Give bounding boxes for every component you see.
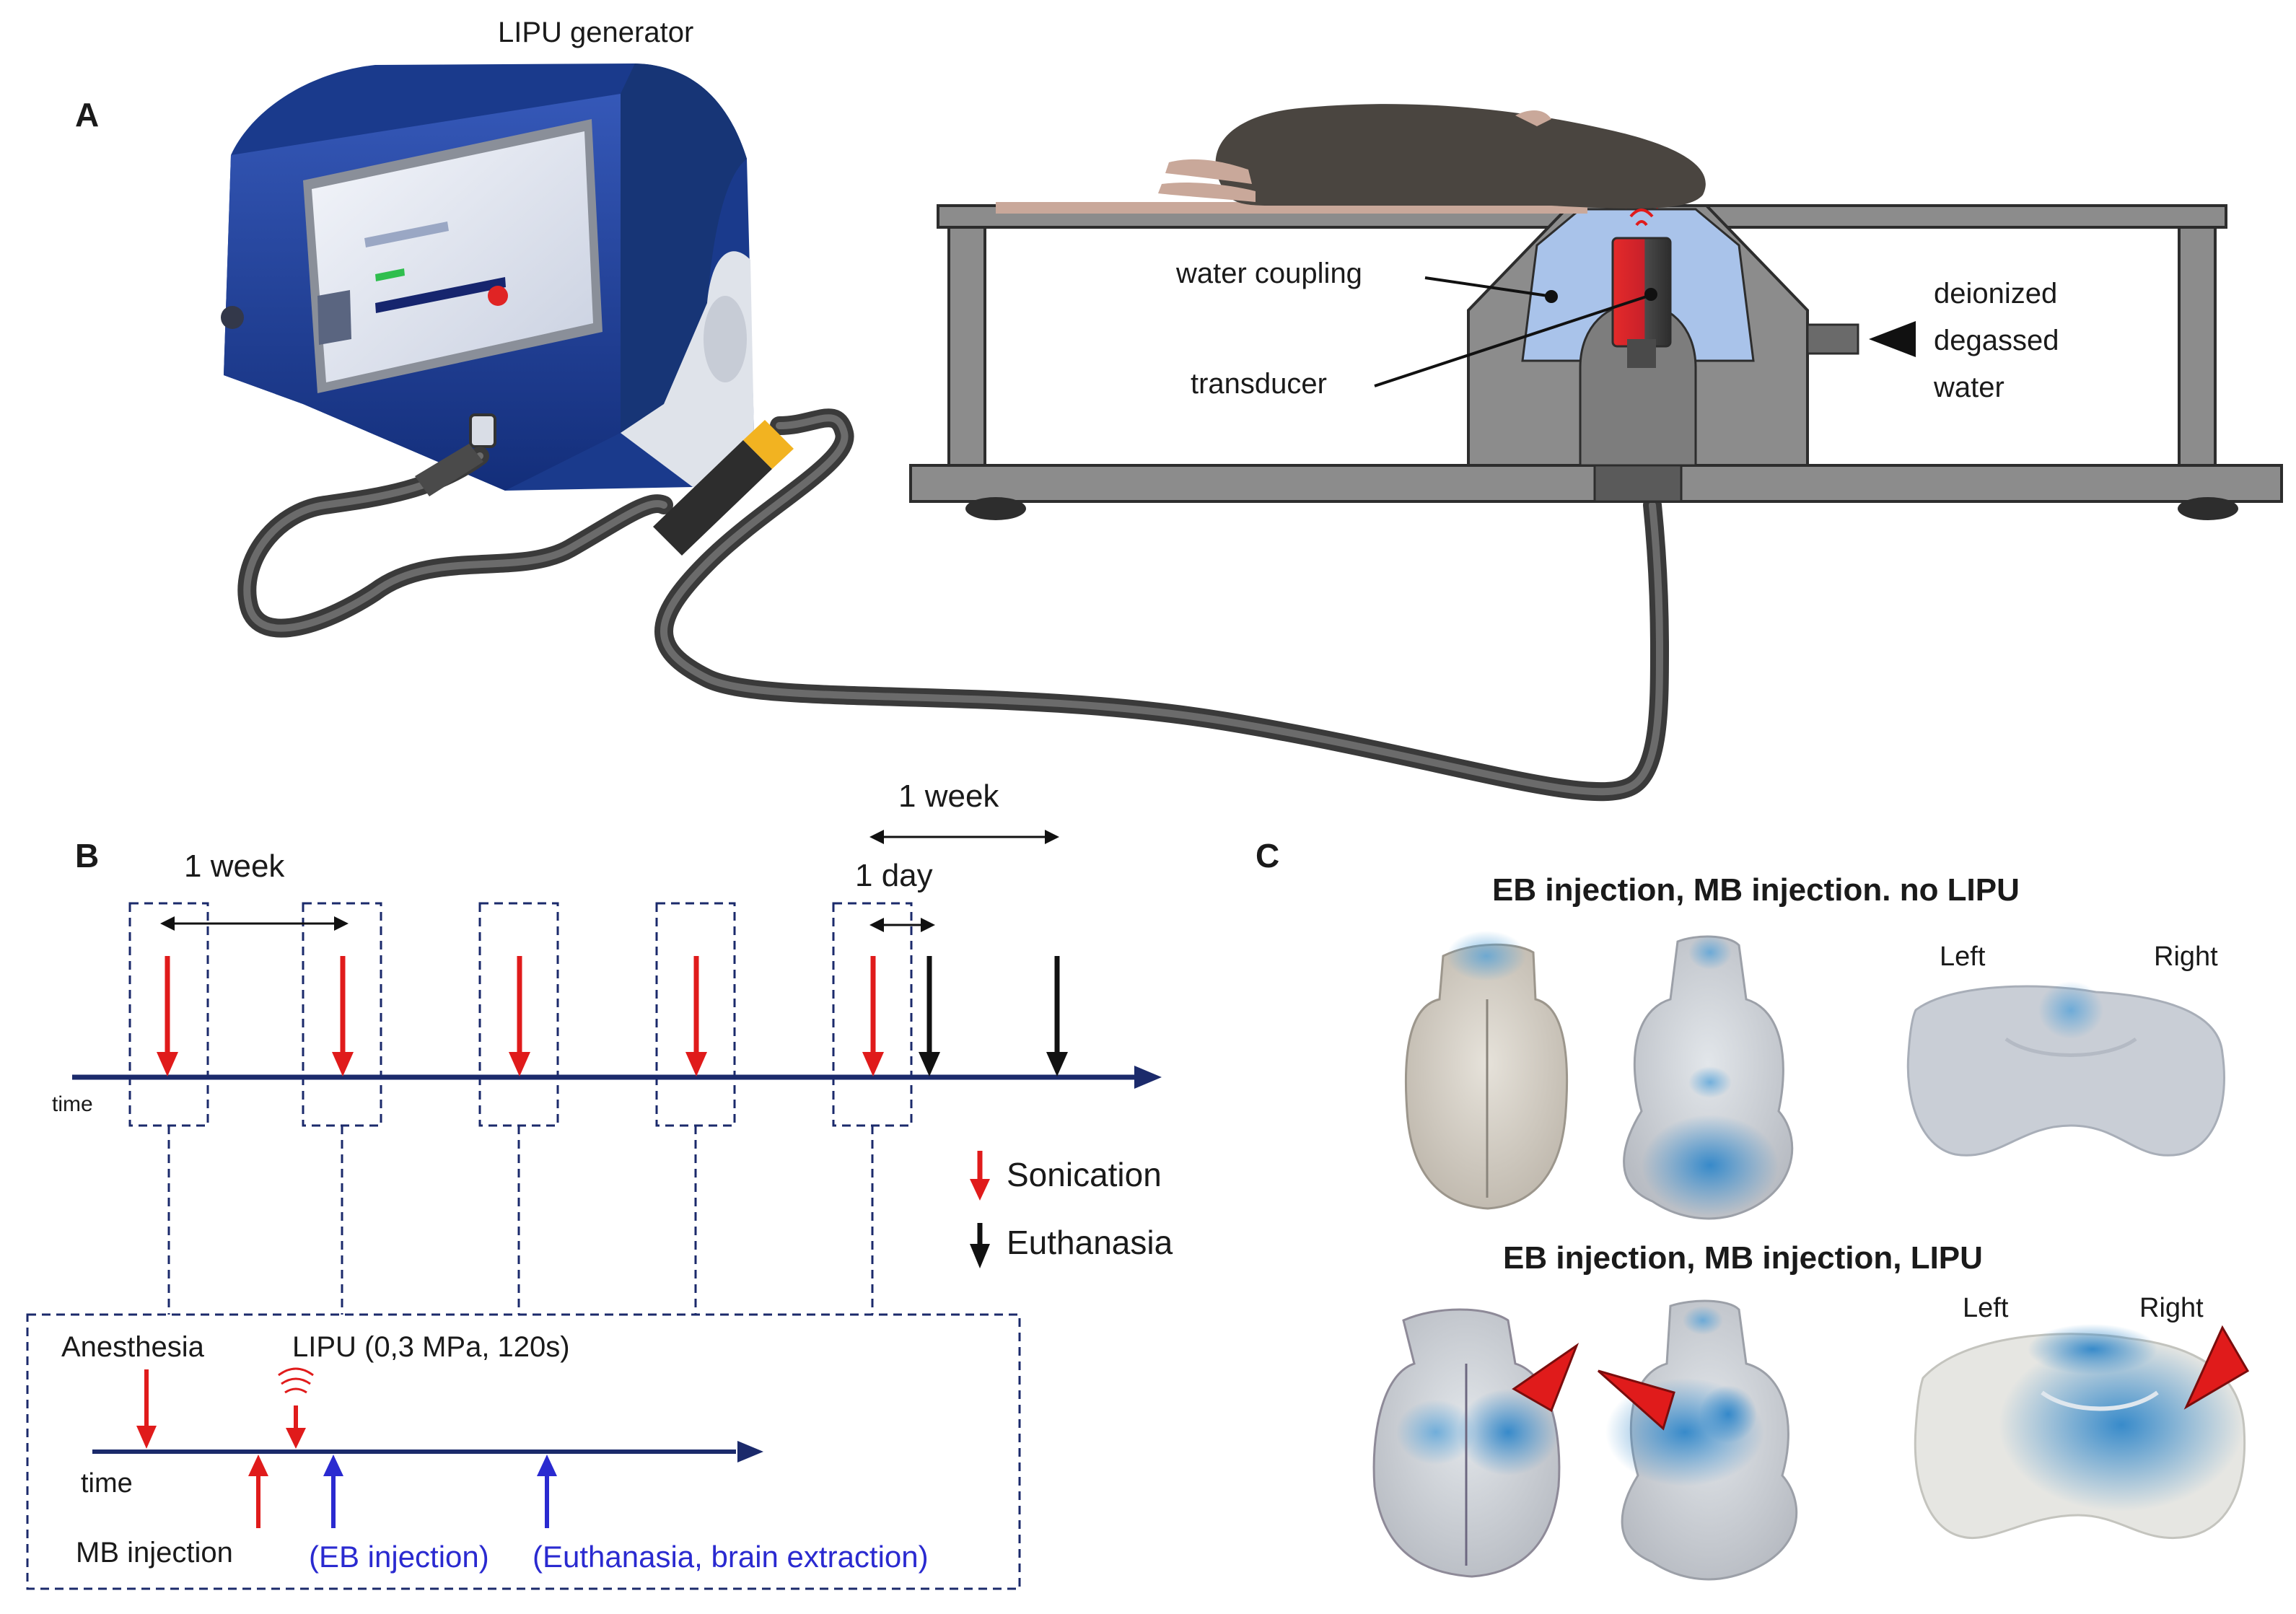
lipu-params-label: LIPU (0,3 MPa, 120s) — [292, 1331, 570, 1363]
session-time-label: time — [81, 1468, 133, 1499]
panel-b-letter: B — [75, 837, 99, 874]
water-inlet-nozzle — [1806, 323, 1859, 355]
power-knob-icon — [221, 306, 244, 329]
eb-injection-arrow-icon — [323, 1455, 343, 1476]
ultrasound-wave-icon — [278, 1367, 314, 1394]
eb-injection-label: (EB injection) — [309, 1540, 489, 1574]
panel-c: C EB injection, MB injection. no LIPU EB… — [1256, 837, 2250, 1581]
week-span-right: 1 week — [898, 779, 999, 814]
span-arrows — [160, 830, 1059, 932]
water-coupling-label: water coupling — [1175, 258, 1362, 289]
control-brain-dorsal — [1404, 931, 1569, 1210]
week-span-left: 1 week — [184, 848, 285, 884]
schedule-connectors — [167, 1126, 874, 1315]
output-socket-icon — [469, 413, 496, 448]
control-brain-ventral — [1623, 935, 1794, 1220]
panel-a-letter: A — [75, 96, 99, 133]
euthanasia-extraction-label: (Euthanasia, brain extraction) — [533, 1540, 929, 1574]
water-inlet-arrow-icon — [1869, 321, 1916, 357]
right-label-top: Right — [2154, 942, 2218, 972]
ventral-target-arrow-icon — [1598, 1369, 1675, 1431]
left-label-top: Left — [1940, 942, 1986, 972]
sonication-arrows — [157, 956, 884, 1076]
lipu-brain-dorsal — [1372, 1308, 1561, 1578]
main-time-label: time — [52, 1092, 93, 1116]
legend-euthanasia: Euthanasia — [1007, 1224, 1173, 1261]
session-detail: Anesthesia LIPU (0,3 MPa, 120s) time MB … — [26, 1313, 1021, 1590]
lipu-brain-coronal-section — [1914, 1324, 2246, 1539]
dorsal-target-arrow-icon — [1512, 1342, 1579, 1413]
lipu-target-arrows — [1512, 1325, 2250, 1431]
transducer — [1611, 237, 1672, 348]
cable-connector — [415, 420, 794, 556]
bottom-title: EB injection, MB injection, LIPU — [1503, 1240, 1983, 1276]
transducer-label: transducer — [1191, 368, 1327, 400]
anesthetized-mouse — [996, 104, 1706, 214]
ultrasound-cable — [237, 408, 1670, 802]
anesthesia-label: Anesthesia — [61, 1331, 205, 1363]
section-target-arrow-icon — [2183, 1325, 2250, 1410]
right-label-bottom: Right — [2139, 1293, 2204, 1323]
left-label-bottom: Left — [1963, 1293, 2009, 1323]
generator-label: LIPU generator — [498, 17, 693, 48]
lipu-generator-device — [221, 63, 754, 491]
stop-button-icon — [488, 286, 508, 306]
lipu-brain-ventral — [1605, 1299, 1798, 1581]
anesthesia-arrow-icon — [136, 1426, 157, 1449]
day-span: 1 day — [855, 858, 933, 893]
side-dial-icon — [704, 296, 747, 382]
sonication-legend-icon — [970, 1179, 990, 1201]
mb-injection-label: MB injection — [76, 1537, 233, 1569]
euthanasia-arrows — [919, 956, 1068, 1076]
panel-c-letter: C — [1256, 837, 1279, 874]
legend-sonication: Sonication — [1007, 1156, 1162, 1193]
water-label-line3: water — [1933, 372, 2004, 403]
panel-a-labels: water coupling transducer deionized dega… — [1175, 258, 2059, 403]
mouse-holder-frame — [909, 197, 2283, 520]
extraction-arrow-icon — [537, 1455, 557, 1476]
water-label-line2: degassed — [1934, 325, 2059, 356]
touch-screen — [312, 131, 593, 382]
water-label-line1: deionized — [1934, 278, 2057, 310]
legend: Sonication Euthanasia — [970, 1151, 1173, 1268]
panel-b: B time — [26, 779, 1173, 1590]
top-title: EB injection, MB injection. no LIPU — [1492, 872, 2020, 908]
panel-a: A LIPU generator — [75, 17, 2283, 802]
control-brain-coronal-section — [1906, 981, 2225, 1157]
euthanasia-legend-icon — [970, 1244, 990, 1268]
mb-injection-arrow-icon — [248, 1455, 268, 1476]
